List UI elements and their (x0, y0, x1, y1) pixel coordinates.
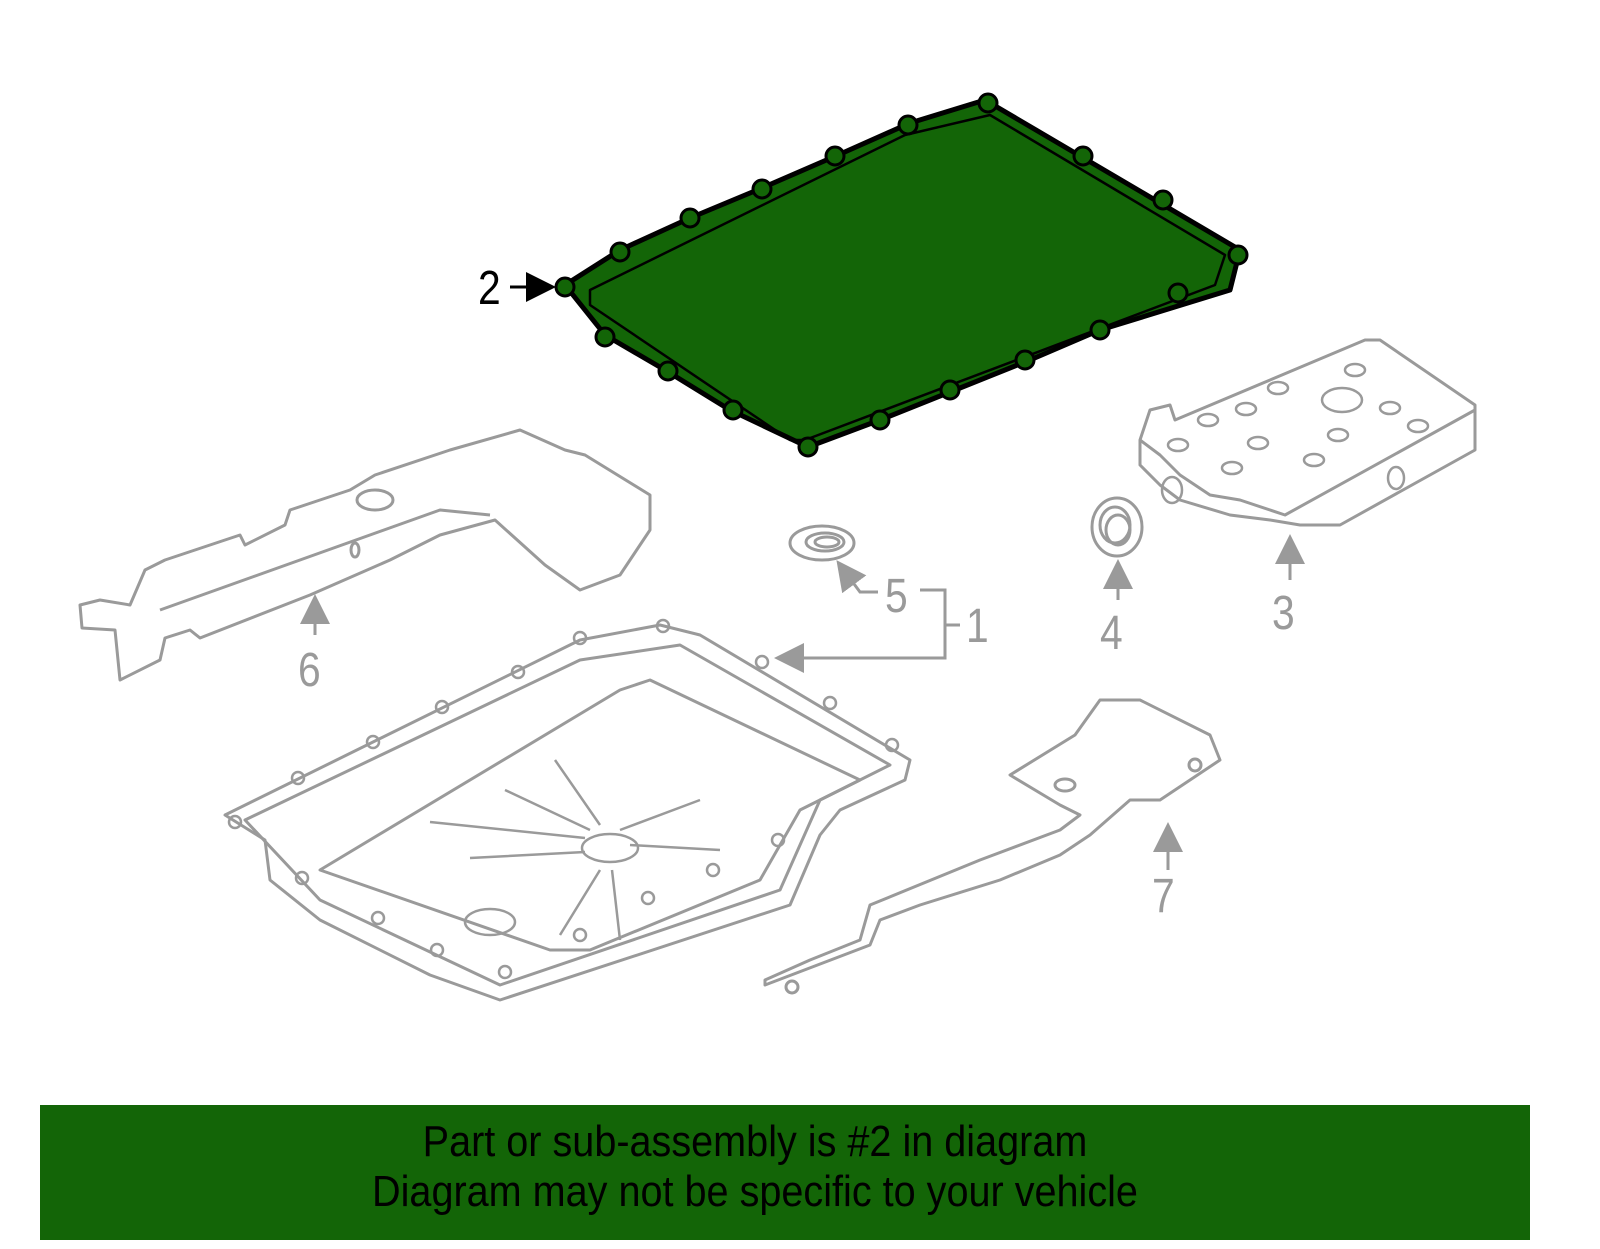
part-7-right-bracket[interactable] (763, 698, 1222, 995)
callout-5[interactable]: 5 (885, 570, 908, 623)
callout-2[interactable]: 2 (478, 262, 501, 315)
parts-diagram (78, 92, 1477, 1002)
part-2-gasket[interactable] (510, 92, 1249, 458)
part-1-oil-pan[interactable] (223, 618, 912, 1002)
callout-1[interactable]: 1 (966, 600, 989, 653)
info-banner: Part or sub-assembly is #2 in diagram Di… (40, 1105, 1530, 1240)
banner-line-disclaimer: Diagram may not be specific to your vehi… (372, 1167, 1138, 1216)
callout-6[interactable]: 6 (298, 644, 321, 697)
callout-7[interactable]: 7 (1152, 870, 1175, 923)
callout-3[interactable]: 3 (1272, 587, 1295, 640)
part-3-filter[interactable] (1138, 338, 1477, 580)
part-4-seal[interactable] (1090, 496, 1144, 600)
banner-line-part-number: Part or sub-assembly is #2 in diagram (422, 1117, 1088, 1166)
part-5-drain-gasket[interactable] (774, 524, 960, 673)
part-6-left-bracket[interactable] (78, 428, 652, 682)
callout-4[interactable]: 4 (1100, 607, 1123, 660)
